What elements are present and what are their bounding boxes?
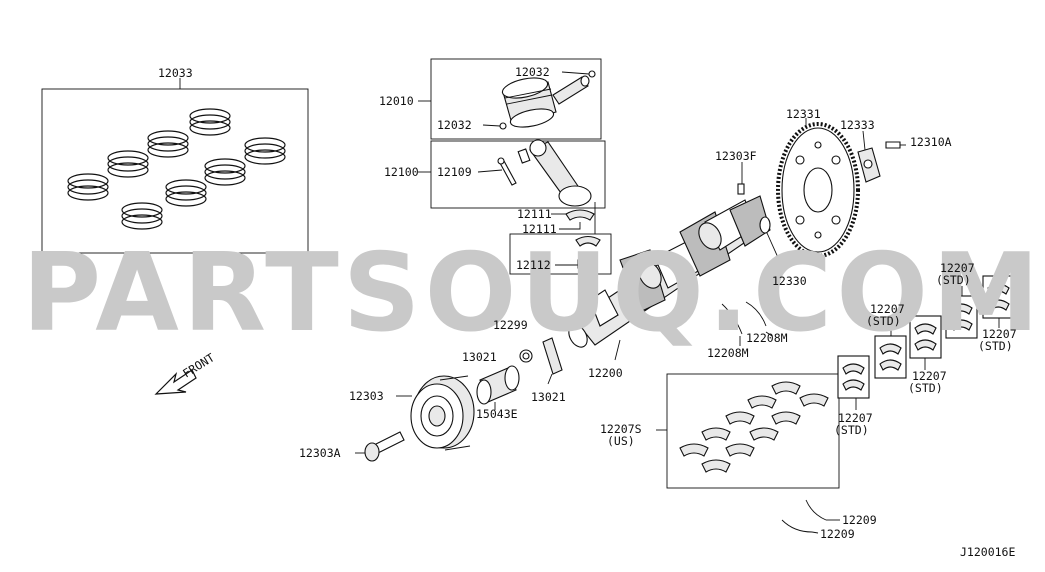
- part-label-12112[interactable]: 12112: [516, 258, 551, 272]
- main-bearing-std-5[interactable]: [982, 275, 1015, 328]
- part-label-12207s-sub: (US): [607, 434, 635, 448]
- part-label-12209-upper[interactable]: 12209: [842, 513, 877, 527]
- part-label-12207s[interactable]: 12207S: [600, 422, 642, 436]
- drive-plate-bolt[interactable]: [885, 141, 906, 149]
- crankshaft[interactable]: [519, 195, 771, 385]
- main-bearing-std-3[interactable]: [909, 315, 942, 370]
- part-label-12303f[interactable]: 12303F: [715, 149, 757, 163]
- piston-ring-set[interactable]: [41, 78, 309, 254]
- watermark: PARTSOUQ.COM: [22, 231, 1043, 356]
- thrust-washer-lower[interactable]: [781, 499, 840, 534]
- part-label-12111-lower[interactable]: 12111: [522, 222, 557, 236]
- part-label-12207-1-sub: (STD): [834, 423, 869, 437]
- part-label-12331[interactable]: 12331: [786, 107, 821, 121]
- main-bearing-std-1[interactable]: [837, 355, 870, 410]
- part-label-12303a[interactable]: 12303A: [299, 446, 341, 460]
- part-label-12207-2[interactable]: 12207: [870, 302, 905, 316]
- front-oil-seal-spacer[interactable]: [476, 365, 520, 410]
- part-label-12207-5-sub: (STD): [978, 339, 1013, 353]
- part-label-15043e[interactable]: 15043E: [476, 407, 518, 421]
- thrust-washer-pair[interactable]: [721, 301, 773, 346]
- part-label-13021-left[interactable]: 13021: [462, 350, 497, 364]
- part-label-12207-4-sub: (STD): [936, 273, 971, 287]
- front-arrow-icon: [154, 369, 197, 395]
- crankshaft-pulley[interactable]: [396, 375, 475, 451]
- part-label-12208m-right[interactable]: 12208M: [746, 331, 788, 345]
- part-label-13021-right[interactable]: 13021: [531, 390, 566, 404]
- part-label-12032-lower[interactable]: 12032: [437, 118, 472, 132]
- main-bearing-std-4[interactable]: [945, 286, 978, 339]
- part-label-12207-3[interactable]: 12207: [912, 369, 947, 383]
- part-label-12333[interactable]: 12333: [840, 118, 875, 132]
- part-label-12209-lower[interactable]: 12209: [820, 527, 855, 541]
- part-label-12207-5[interactable]: 12207: [982, 327, 1017, 341]
- part-label-12109[interactable]: 12109: [437, 165, 472, 179]
- part-label-12330[interactable]: 12330: [772, 274, 807, 288]
- reinforcement-plate[interactable]: [857, 130, 881, 183]
- part-label-12207-4[interactable]: 12207: [940, 261, 975, 275]
- part-label-12208m-left[interactable]: 12208M: [707, 346, 749, 360]
- part-label-12100[interactable]: 12100: [384, 165, 419, 179]
- part-label-12207-3-sub: (STD): [908, 381, 943, 395]
- part-label-12310a[interactable]: 12310A: [910, 135, 952, 149]
- main-bearing-set-us[interactable]: [656, 373, 840, 489]
- part-label-12032-upper[interactable]: 12032: [515, 65, 550, 79]
- drive-plate[interactable]: [776, 118, 860, 258]
- diagram-code: J120016E: [960, 545, 1015, 559]
- part-label-12207-2-sub: (STD): [866, 314, 901, 328]
- part-label-12207-1[interactable]: 12207: [838, 411, 873, 425]
- pilot-bushing[interactable]: [759, 216, 781, 263]
- piston-assembly[interactable]: [418, 58, 602, 140]
- part-label-12303[interactable]: 12303: [349, 389, 384, 403]
- dowel-pin[interactable]: [737, 162, 745, 195]
- part-label-12010[interactable]: 12010: [379, 94, 414, 108]
- main-bearing-std-2[interactable]: [874, 326, 907, 379]
- part-label-12299[interactable]: 12299: [493, 318, 528, 332]
- part-label-12033[interactable]: 12033: [158, 66, 193, 80]
- pulley-bolt[interactable]: [355, 431, 405, 462]
- part-label-12111-upper[interactable]: 12111: [517, 207, 552, 221]
- part-label-12200[interactable]: 12200: [588, 366, 623, 380]
- connecting-rod-assembly[interactable]: [418, 139, 612, 275]
